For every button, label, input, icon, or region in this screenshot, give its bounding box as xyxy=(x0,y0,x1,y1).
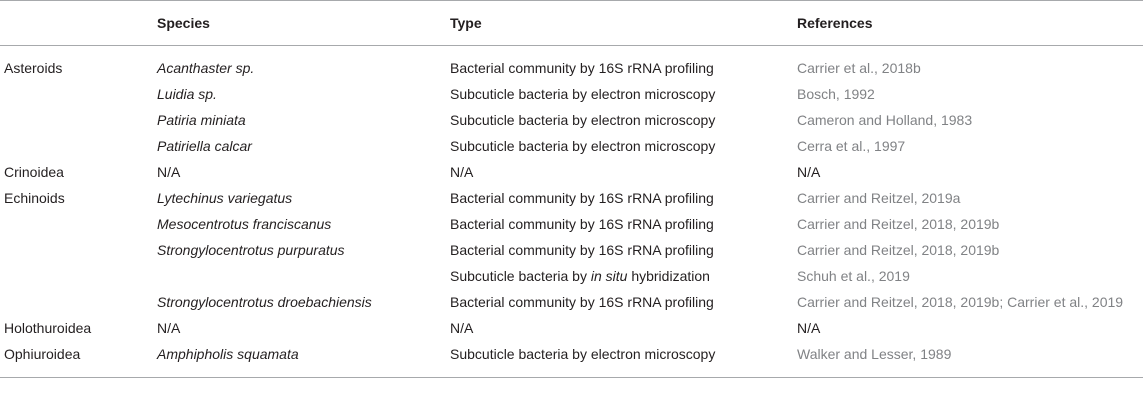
type-text-italic: in situ xyxy=(590,268,628,284)
reference-link[interactable]: Carrier and Reitzel, 2018, 2019b xyxy=(797,242,1000,258)
table-header: Species Type References xyxy=(0,0,1143,46)
species-cell xyxy=(157,263,450,289)
header-row: Species Type References xyxy=(0,0,1143,46)
reference-cell: N/A xyxy=(797,320,821,336)
type-cell: Bacterial community by 16S rRNA profilin… xyxy=(450,216,714,232)
type-cell: Bacterial community by 16S rRNA profilin… xyxy=(450,294,714,310)
type-text: hybridization xyxy=(627,268,710,284)
class-cell xyxy=(0,211,157,237)
type-cell: N/A xyxy=(450,320,474,336)
species-cell: Lytechinus variegatus xyxy=(157,190,293,206)
species-cell: Mesocentrotus franciscanus xyxy=(157,216,332,232)
species-cell: Strongylocentrotus purpuratus xyxy=(157,242,345,258)
table-row: Strongylocentrotus purpuratus Bacterial … xyxy=(0,237,1143,263)
header-references: References xyxy=(797,0,1143,46)
reference-link[interactable]: Bosch, 1992 xyxy=(797,86,875,102)
species-cell: Strongylocentrotus droebachiensis xyxy=(157,294,372,310)
class-cell: Ophiuroidea xyxy=(4,346,81,362)
type-cell: Subcuticle bacteria by electron microsco… xyxy=(450,138,716,154)
class-cell xyxy=(0,263,157,289)
type-cell: Bacterial community by 16S rRNA profilin… xyxy=(450,190,714,206)
class-cell xyxy=(0,81,157,107)
type-cell: Subcuticle bacteria by electron microsco… xyxy=(450,112,716,128)
reference-link[interactable]: Carrier et al., 2018b xyxy=(797,60,921,76)
reference-link[interactable]: Carrier and Reitzel, 2018, 2019b; Carrie… xyxy=(797,294,1124,310)
type-cell: Subcuticle bacteria by electron microsco… xyxy=(450,346,716,362)
table-row: Subcuticle bacteria by in situ hybridiza… xyxy=(0,263,1143,289)
species-cell: N/A xyxy=(157,320,181,336)
class-cell xyxy=(0,289,157,315)
type-text: Subcuticle bacteria by xyxy=(450,268,591,284)
reference-link[interactable]: Cerra et al., 1997 xyxy=(797,138,906,154)
class-cell: Holothuroidea xyxy=(4,320,92,336)
species-cell: N/A xyxy=(157,164,181,180)
reference-link[interactable]: Walker and Lesser, 1989 xyxy=(797,346,952,362)
reference-link[interactable]: Carrier and Reitzel, 2018, 2019b xyxy=(797,216,1000,232)
reference-link[interactable]: Schuh et al., 2019 xyxy=(797,268,910,284)
species-cell: Acanthaster sp. xyxy=(157,60,255,76)
class-cell xyxy=(0,133,157,159)
type-cell: Bacterial community by 16S rRNA profilin… xyxy=(450,60,714,76)
table-row: Holothuroidea N/A N/A N/A xyxy=(0,315,1143,341)
type-cell: Subcuticle bacteria by electron microsco… xyxy=(450,86,716,102)
type-cell: Subcuticle bacteria by in situ hybridiza… xyxy=(450,263,797,289)
table-row: Ophiuroidea Amphipholis squamata Subcuti… xyxy=(0,341,1143,378)
table-row: Patiria miniata Subcuticle bacteria by e… xyxy=(0,107,1143,133)
reference-link[interactable]: Carrier and Reitzel, 2019a xyxy=(797,190,961,206)
species-cell: Luidia sp. xyxy=(157,86,217,102)
type-cell: N/A xyxy=(450,164,474,180)
species-cell: Patiria miniata xyxy=(157,112,246,128)
species-cell: Amphipholis squamata xyxy=(157,346,299,362)
reference-link[interactable]: Cameron and Holland, 1983 xyxy=(797,112,973,128)
species-table: Species Type References Asteroids Acanth… xyxy=(0,0,1143,378)
reference-cell: N/A xyxy=(797,164,821,180)
class-cell: Crinoidea xyxy=(4,164,64,180)
header-species: Species xyxy=(157,0,450,46)
header-type: Type xyxy=(450,0,797,46)
table-row: Crinoidea N/A N/A N/A xyxy=(0,159,1143,185)
table-body: Asteroids Acanthaster sp. Bacterial comm… xyxy=(0,46,1143,378)
class-cell xyxy=(0,237,157,263)
table-row: Echinoids Lytechinus variegatus Bacteria… xyxy=(0,185,1143,211)
class-cell: Asteroids xyxy=(4,60,63,76)
type-cell: Bacterial community by 16S rRNA profilin… xyxy=(450,242,714,258)
class-cell xyxy=(0,107,157,133)
table-row: Luidia sp. Subcuticle bacteria by electr… xyxy=(0,81,1143,107)
species-cell: Patiriella calcar xyxy=(157,138,252,154)
class-cell: Echinoids xyxy=(4,190,65,206)
table-row: Asteroids Acanthaster sp. Bacterial comm… xyxy=(0,46,1143,82)
header-class xyxy=(0,0,157,46)
table-row: Patiriella calcar Subcuticle bacteria by… xyxy=(0,133,1143,159)
table-row: Strongylocentrotus droebachiensis Bacter… xyxy=(0,289,1143,315)
table-row: Mesocentrotus franciscanus Bacterial com… xyxy=(0,211,1143,237)
